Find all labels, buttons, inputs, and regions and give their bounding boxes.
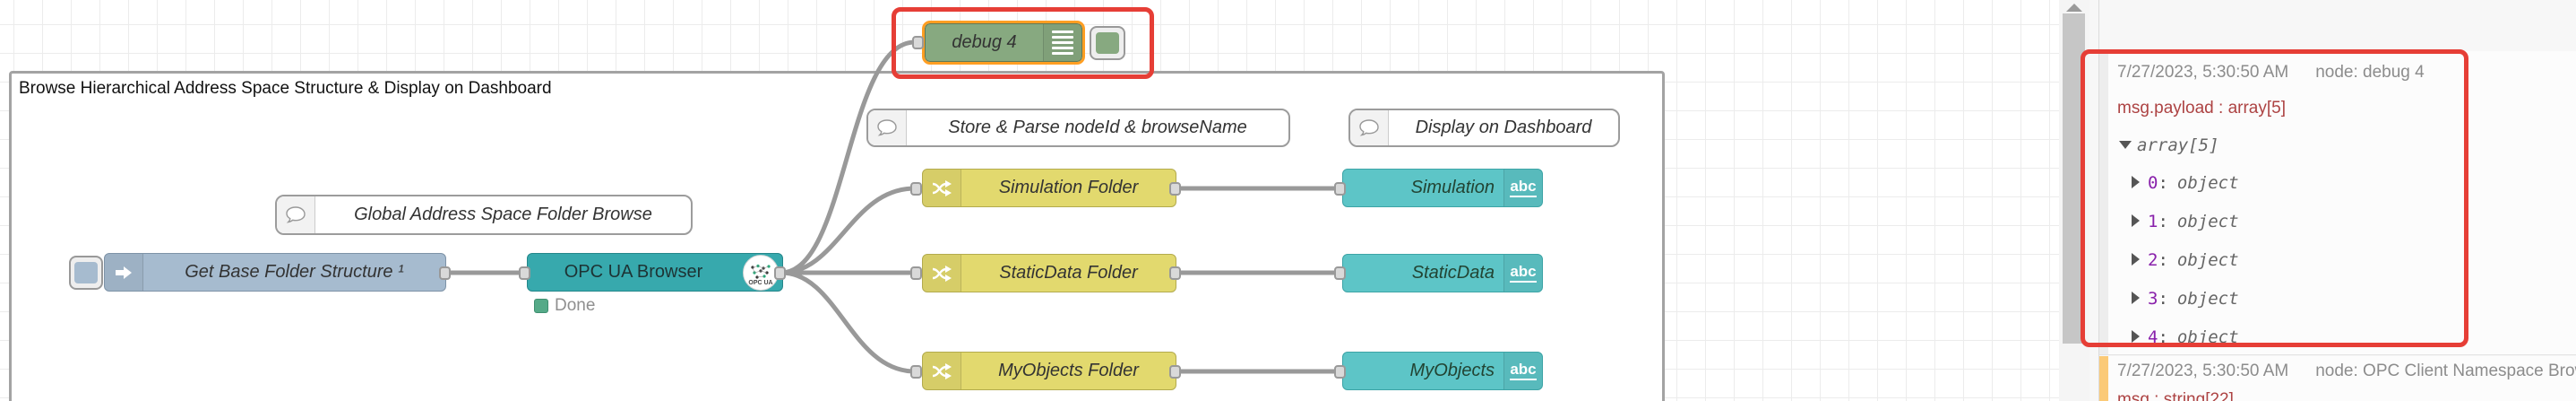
tree-item-type: object <box>2176 250 2239 270</box>
switch-node-myobjects-folder[interactable]: MyObjects Folder <box>922 352 1176 390</box>
status-dot-icon <box>534 299 548 313</box>
message-source-bar <box>2099 51 2108 354</box>
ui-text-node-simulation[interactable]: Simulation abc <box>1342 169 1543 207</box>
switch-icon <box>923 353 961 389</box>
abc-icon: abc <box>1503 170 1542 206</box>
group-label: Browse Hierarchical Address Space Struct… <box>19 79 552 98</box>
comment-icon <box>1350 110 1389 145</box>
expand-triangle-icon[interactable] <box>2132 330 2140 343</box>
tree-root-row[interactable]: array[5] <box>2119 135 2219 155</box>
switch-node-label: MyObjects Folder <box>998 361 1139 380</box>
opcua-badge-text: OPC UA <box>748 279 773 286</box>
switch-node-label: StaticData Folder <box>999 263 1138 283</box>
wire <box>779 186 918 275</box>
switch-node-simulation-folder[interactable]: Simulation Folder <box>922 169 1176 207</box>
input-port[interactable] <box>519 266 530 280</box>
message-property: msg : string[22] <box>2117 390 2234 401</box>
message-node-name: node: debug 4 <box>2315 63 2425 82</box>
collapse-triangle-icon[interactable] <box>2119 141 2132 149</box>
comment-node-display-dashboard[interactable]: Display on Dashboard <box>1348 109 1620 147</box>
message-node-name: node: OPC Client Namespace Brow <box>2315 362 2576 380</box>
comment-icon <box>277 196 315 233</box>
input-port[interactable] <box>910 365 922 379</box>
debug-node-label: debug 4 <box>952 32 1017 52</box>
expand-triangle-icon[interactable] <box>2132 176 2140 188</box>
output-port[interactable] <box>774 266 786 280</box>
tree-item-type: object <box>2176 212 2239 231</box>
inject-arrow-icon <box>105 254 143 291</box>
comment-node-store-parse[interactable]: Store & Parse nodeId & browseName <box>866 109 1290 147</box>
input-port[interactable] <box>1334 182 1346 196</box>
debug-list-icon <box>1043 24 1081 61</box>
debug-node[interactable]: debug 4 <box>922 21 1085 65</box>
wires <box>443 39 1347 374</box>
expand-triangle-icon[interactable] <box>2132 253 2140 266</box>
comment-node-global-browse[interactable]: Global Address Space Folder Browse <box>275 195 693 235</box>
tree-item-row[interactable]: 4:object <box>2132 327 2239 347</box>
ui-text-node-myobjects[interactable]: MyObjects abc <box>1342 352 1543 390</box>
expand-triangle-icon[interactable] <box>2132 214 2140 227</box>
debug-message: 7/27/2023, 5:30:50 AM node: debug 4 msg.… <box>2099 51 2576 355</box>
tree-item-type: object <box>2176 327 2239 347</box>
wire <box>779 270 918 374</box>
debug-toggle-button[interactable] <box>1090 26 1125 60</box>
input-port[interactable] <box>1334 365 1346 379</box>
ui-text-node-label: Simulation <box>1410 178 1495 197</box>
annotation-box-debug <box>892 7 1154 79</box>
wire <box>779 39 918 275</box>
message-meta: 7/27/2023, 5:30:50 AM node: OPC Client N… <box>2117 362 2576 381</box>
message-meta: 7/27/2023, 5:30:50 AM node: debug 4 <box>2117 63 2425 83</box>
debug-message-list: 7/27/2023, 5:30:50 AM node: debug 4 msg.… <box>2098 0 2576 401</box>
flow-canvas[interactable]: Browse Hierarchical Address Space Struct… <box>0 0 2059 401</box>
tree-item-row[interactable]: 0:object <box>2132 173 2239 193</box>
ui-text-node-staticdata[interactable]: StaticData abc <box>1342 254 1543 292</box>
abc-icon: abc <box>1503 255 1542 292</box>
message-property: msg.payload : array[5] <box>2117 99 2286 118</box>
message-highlight-bar <box>2099 356 2108 401</box>
input-port[interactable] <box>910 182 922 196</box>
node-status: Done <box>534 296 595 316</box>
expand-triangle-icon[interactable] <box>2132 292 2140 304</box>
ui-text-node-label: StaticData <box>1411 263 1495 283</box>
tree-item-type: object <box>2176 173 2239 193</box>
comment-label: Store & Parse nodeId & browseName <box>948 118 1247 137</box>
abc-icon: abc <box>1503 353 1542 389</box>
inject-node-label: Get Base Folder Structure ¹ <box>185 262 404 282</box>
annotation-box-sidebar <box>2081 49 2468 347</box>
debug-sidebar: 7/27/2023, 5:30:50 AM node: debug 4 msg.… <box>2081 0 2576 401</box>
input-port[interactable] <box>912 36 924 49</box>
ui-text-node-label: MyObjects <box>1409 361 1495 380</box>
output-port[interactable] <box>1169 182 1181 196</box>
message-timestamp: 7/27/2023, 5:30:50 AM <box>2117 63 2289 82</box>
comment-icon <box>868 110 907 145</box>
input-port[interactable] <box>1334 266 1346 280</box>
comment-label: Global Address Space Folder Browse <box>354 205 652 224</box>
opcua-browser-node[interactable]: OPC UA Browser OPC UA <box>527 253 783 292</box>
message-timestamp: 7/27/2023, 5:30:50 AM <box>2117 362 2289 380</box>
opcua-logo-icon: OPC UA <box>739 254 782 291</box>
switch-node-label: Simulation Folder <box>998 178 1139 197</box>
debug-message: 7/27/2023, 5:30:50 AM node: OPC Client N… <box>2099 356 2576 401</box>
tree-item-row[interactable]: 3:object <box>2132 289 2239 309</box>
tree-root-label: array[5] <box>2137 135 2219 155</box>
status-text: Done <box>555 296 596 315</box>
opcua-node-label: OPC UA Browser <box>564 262 703 282</box>
inject-button[interactable] <box>69 256 103 290</box>
output-port[interactable] <box>439 266 451 280</box>
tree-item-row[interactable]: 2:object <box>2132 250 2239 270</box>
comment-label: Display on Dashboard <box>1415 118 1592 137</box>
output-port[interactable] <box>1169 266 1181 280</box>
input-port[interactable] <box>910 266 922 280</box>
switch-icon <box>923 255 961 292</box>
switch-node-staticdata-folder[interactable]: StaticData Folder <box>922 254 1176 292</box>
tree-item-type: object <box>2176 289 2239 309</box>
inject-node[interactable]: Get Base Folder Structure ¹ <box>104 253 446 292</box>
switch-icon <box>923 170 961 206</box>
tree-item-row[interactable]: 1:object <box>2132 212 2239 231</box>
scroll-up-arrow-icon[interactable] <box>2066 4 2082 12</box>
output-port[interactable] <box>1169 365 1181 379</box>
